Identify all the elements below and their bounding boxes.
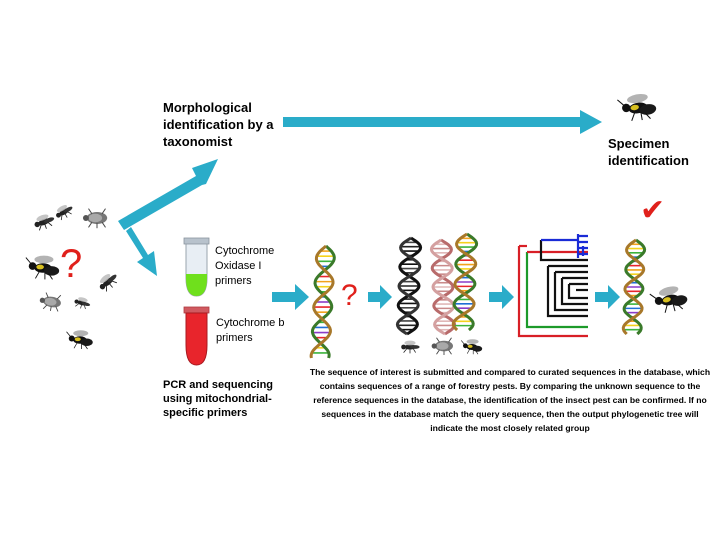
insect-icon xyxy=(616,90,659,125)
dna-strand xyxy=(451,232,478,332)
insect-icon xyxy=(31,211,58,233)
insect-icon xyxy=(25,255,60,280)
specimen-wasp xyxy=(616,90,659,125)
arrow-to-morphological xyxy=(118,159,218,230)
dna-helix-reference-pink xyxy=(429,238,457,336)
dna-strand xyxy=(395,236,422,336)
specimen-label: Specimen identification xyxy=(608,136,689,168)
cytb-primers-label: Cytochrome b primers xyxy=(216,317,285,344)
insect-icon xyxy=(95,269,122,295)
arrow-to-pcr xyxy=(126,227,157,276)
dna-strand xyxy=(310,244,336,359)
morphological-label: Morphological identification by a taxono… xyxy=(163,100,274,149)
dna-strand xyxy=(309,244,335,359)
dna-strand xyxy=(396,236,423,336)
dna-helix-reference-black xyxy=(395,236,423,336)
dna-helix-query xyxy=(309,244,336,359)
cytb-tube-icon xyxy=(183,306,210,366)
insect-icon xyxy=(82,208,108,229)
reference-insects xyxy=(400,337,483,356)
identified-wasp xyxy=(648,282,691,317)
insect-icon xyxy=(72,295,92,311)
phylogenetic-tree-icon xyxy=(517,234,588,338)
pcr-label: PCR and sequencing using mitochondrial-s… xyxy=(163,379,274,419)
insect-icon xyxy=(66,329,94,350)
coi-primers-label: Cytochrome Oxidase I primers xyxy=(215,245,275,287)
insect-icon xyxy=(37,291,63,313)
dna-helix-reference-color xyxy=(451,232,479,332)
insect-icon xyxy=(460,338,483,355)
insect-icon xyxy=(400,340,421,354)
dna-strand xyxy=(429,238,456,336)
description-text: The sequence of interest is submitted an… xyxy=(309,367,711,433)
question-mark-sequence: ? xyxy=(341,279,358,312)
question-mark-insects: ? xyxy=(60,242,82,286)
coi-tube-icon xyxy=(183,237,210,297)
insect-icon xyxy=(431,337,454,356)
arrow-step-2 xyxy=(368,285,392,309)
dna-strand xyxy=(621,238,646,336)
arrow-step-1 xyxy=(272,284,309,310)
check-mark-icon: ✔ xyxy=(640,194,665,227)
dna-helix-identified xyxy=(621,238,647,336)
insect-icon xyxy=(52,201,76,223)
dna-strand xyxy=(430,238,457,336)
arrow-to-specimen xyxy=(283,110,602,134)
arrow-step-3 xyxy=(489,285,514,309)
insect-icon xyxy=(648,282,691,317)
arrow-step-4 xyxy=(595,285,620,309)
